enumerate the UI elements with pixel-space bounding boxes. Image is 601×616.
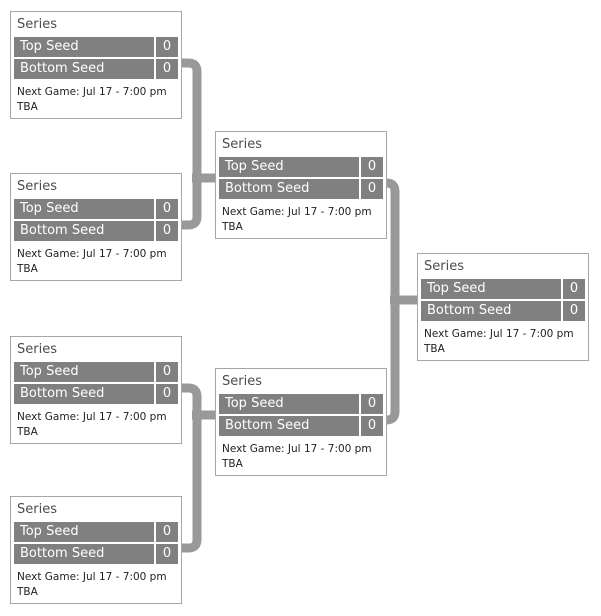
bottom-seed-row: Bottom Seed 0 xyxy=(14,221,178,241)
top-seed-score: 0 xyxy=(154,37,178,57)
bottom-seed-row: Bottom Seed 0 xyxy=(14,384,178,404)
series-title: Series xyxy=(17,179,57,194)
bottom-seed-label: Bottom Seed xyxy=(20,546,105,561)
top-seed-label: Top Seed xyxy=(20,201,79,216)
bottom-seed-score: 0 xyxy=(359,179,383,199)
bottom-seed-score: 0 xyxy=(154,59,178,79)
next-game-text: Next Game: Jul 17 - 7:00 pm xyxy=(17,248,167,260)
top-seed-row: Top Seed 0 xyxy=(219,394,383,414)
status-text: TBA xyxy=(17,586,38,598)
series-box-round1-game3[interactable]: Series Top Seed 0 Bottom Seed 0 Next Gam… xyxy=(10,336,182,444)
status-text: TBA xyxy=(17,101,38,113)
bottom-seed-label: Bottom Seed xyxy=(427,303,512,318)
bottom-seed-score: 0 xyxy=(561,301,585,321)
top-seed-label: Top Seed xyxy=(225,396,284,411)
bottom-seed-label: Bottom Seed xyxy=(225,181,310,196)
series-title: Series xyxy=(17,17,57,32)
series-title: Series xyxy=(222,374,262,389)
bottom-seed-label: Bottom Seed xyxy=(20,386,105,401)
series-box-final-game[interactable]: Series Top Seed 0 Bottom Seed 0 Next Gam… xyxy=(417,253,589,361)
next-game-text: Next Game: Jul 17 - 7:00 pm xyxy=(222,206,372,218)
bottom-seed-label: Bottom Seed xyxy=(225,418,310,433)
status-text: TBA xyxy=(222,458,243,470)
series-title: Series xyxy=(222,137,262,152)
top-seed-row: Top Seed 0 xyxy=(421,279,585,299)
series-box-round1-game2[interactable]: Series Top Seed 0 Bottom Seed 0 Next Gam… xyxy=(10,173,182,281)
top-seed-score: 0 xyxy=(154,362,178,382)
top-seed-score: 0 xyxy=(154,199,178,219)
top-seed-label: Top Seed xyxy=(20,39,79,54)
series-title: Series xyxy=(17,502,57,517)
bottom-seed-row: Bottom Seed 0 xyxy=(14,544,178,564)
series-title: Series xyxy=(424,259,464,274)
bottom-seed-score: 0 xyxy=(359,416,383,436)
connector-top-left-trunk xyxy=(179,58,202,230)
connector-bottom-left-trunk xyxy=(179,383,202,553)
top-seed-score: 0 xyxy=(359,157,383,177)
status-text: TBA xyxy=(17,263,38,275)
top-seed-label: Top Seed xyxy=(20,524,79,539)
top-seed-score: 0 xyxy=(154,522,178,542)
bottom-seed-row: Bottom Seed 0 xyxy=(219,179,383,199)
series-box-round1-game1[interactable]: Series Top Seed 0 Bottom Seed 0 Next Gam… xyxy=(10,11,182,119)
next-game-text: Next Game: Jul 17 - 7:00 pm xyxy=(17,411,167,423)
top-seed-row: Top Seed 0 xyxy=(219,157,383,177)
top-seed-score: 0 xyxy=(561,279,585,299)
next-game-text: Next Game: Jul 17 - 7:00 pm xyxy=(222,443,372,455)
series-title: Series xyxy=(17,342,57,357)
status-text: TBA xyxy=(17,426,38,438)
bottom-seed-score: 0 xyxy=(154,544,178,564)
series-box-semifinal-game2[interactable]: Series Top Seed 0 Bottom Seed 0 Next Gam… xyxy=(215,368,387,476)
status-text: TBA xyxy=(222,221,243,233)
top-seed-label: Top Seed xyxy=(427,281,486,296)
next-game-text: Next Game: Jul 17 - 7:00 pm xyxy=(17,86,167,98)
top-seed-score: 0 xyxy=(359,394,383,414)
top-seed-row: Top Seed 0 xyxy=(14,199,178,219)
bottom-seed-label: Bottom Seed xyxy=(20,61,105,76)
bottom-seed-score: 0 xyxy=(154,221,178,241)
next-game-text: Next Game: Jul 17 - 7:00 pm xyxy=(424,328,574,340)
bottom-seed-score: 0 xyxy=(154,384,178,404)
top-seed-label: Top Seed xyxy=(20,364,79,379)
series-box-round1-game4[interactable]: Series Top Seed 0 Bottom Seed 0 Next Gam… xyxy=(10,496,182,604)
bottom-seed-row: Bottom Seed 0 xyxy=(14,59,178,79)
top-seed-row: Top Seed 0 xyxy=(14,522,178,542)
top-seed-row: Top Seed 0 xyxy=(14,37,178,57)
bottom-seed-row: Bottom Seed 0 xyxy=(421,301,585,321)
top-seed-row: Top Seed 0 xyxy=(14,362,178,382)
bottom-seed-label: Bottom Seed xyxy=(20,223,105,238)
top-seed-label: Top Seed xyxy=(225,159,284,174)
series-box-semifinal-game1[interactable]: Series Top Seed 0 Bottom Seed 0 Next Gam… xyxy=(215,131,387,239)
status-text: TBA xyxy=(424,343,445,355)
bottom-seed-row: Bottom Seed 0 xyxy=(219,416,383,436)
next-game-text: Next Game: Jul 17 - 7:00 pm xyxy=(17,571,167,583)
